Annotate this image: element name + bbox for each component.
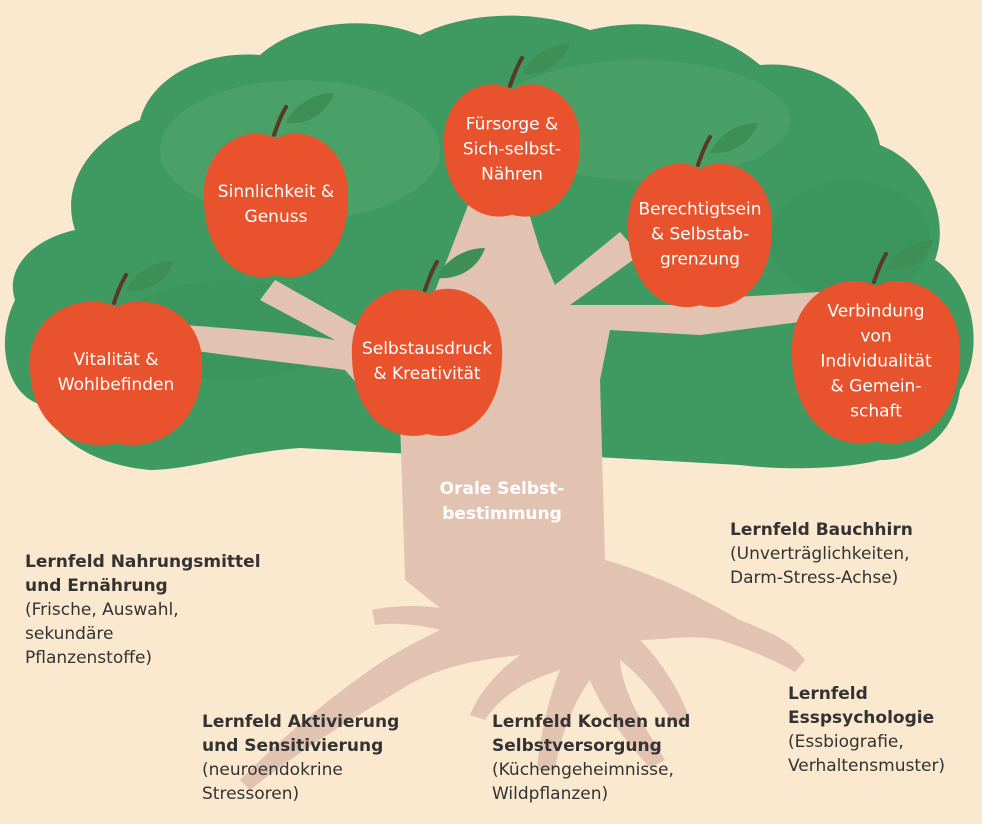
apple-stem — [272, 105, 288, 137]
apple-label-fuersorge: Fürsorge & Sich-selbst- Nähren — [462, 114, 562, 185]
apple-label-verbindung: Verbindung von Individualität & Gemein- … — [820, 301, 932, 422]
leaf-icon — [286, 93, 334, 124]
field-title: Lernfeld Nahrungsmittel und Ernährung — [25, 552, 261, 596]
apple-label-sinnlichkeit: Sinnlichkeit & Genuss — [217, 182, 335, 227]
field-bauchhirn: Lernfeld Bauchhirn (Unverträglichkeiten,… — [730, 518, 913, 590]
field-title: Lernfeld Esspsychologie — [788, 684, 935, 728]
apple-stem — [423, 260, 439, 292]
apple-stem — [696, 135, 712, 167]
leaf-icon — [126, 261, 174, 292]
field-description: (Frische, Auswahl, sekundäre Pflanzensto… — [25, 600, 179, 668]
field-description: (Essbiografie, Verhaltensmuster) — [788, 732, 946, 776]
apple-body — [351, 288, 503, 436]
field-kochen: Lernfeld Kochen und Selbstversorgung (Kü… — [492, 710, 690, 806]
field-aktivierung: Lernfeld Aktivierung und Sensitivierung … — [202, 710, 399, 806]
field-nahrungsmittel: Lernfeld Nahrungsmittel und Ernährung (F… — [25, 550, 261, 670]
leaf-icon — [710, 123, 758, 154]
field-description: (Küchengeheimnisse, Wildpflanzen) — [492, 760, 674, 804]
apple-label-vitalitaet: Vitalität & Wohlbefinden — [57, 350, 175, 395]
apple-body — [627, 163, 773, 308]
apple-stem — [872, 252, 888, 284]
field-description: (neuroendokrine Stressoren) — [202, 760, 343, 804]
field-title: Lernfeld Bauchhirn — [730, 520, 913, 540]
leaf-icon — [522, 44, 570, 75]
apple-selbstausdruck — [351, 248, 503, 436]
apple-body — [791, 280, 961, 444]
apple-sinnlichkeit — [203, 93, 349, 278]
leaf-icon — [437, 248, 485, 279]
apple-berechtigtsein — [627, 123, 773, 308]
field-title: Lernfeld Aktivierung und Sensitivierung — [202, 712, 400, 756]
field-esspsychologie: Lernfeld Esspsychologie (Essbiografie, V… — [788, 682, 945, 778]
apple-label-berechtigtsein: Berechtigtsein & Selbstab- grenzung — [638, 199, 762, 270]
leaf-icon — [886, 240, 934, 271]
trunk-label: Orale Selbst- bestimmung — [439, 479, 565, 524]
apple-vitalitaet — [29, 261, 203, 446]
field-title: Lernfeld Kochen und Selbstversorgung — [492, 712, 691, 756]
apple-body — [443, 84, 581, 217]
apple-verbindung — [791, 240, 961, 444]
apple-stem — [508, 56, 524, 88]
apple-fuersorge — [443, 44, 581, 217]
apple-body — [203, 133, 349, 278]
apple-body — [29, 301, 203, 446]
apple-stem — [112, 273, 128, 305]
field-description: (Unverträglichkeiten, Darm-Stress-Achse) — [730, 544, 910, 588]
apple-label-selbstausdruck: Selbstausdruck & Kreativität — [361, 339, 493, 384]
tree-trunk — [185, 200, 830, 790]
